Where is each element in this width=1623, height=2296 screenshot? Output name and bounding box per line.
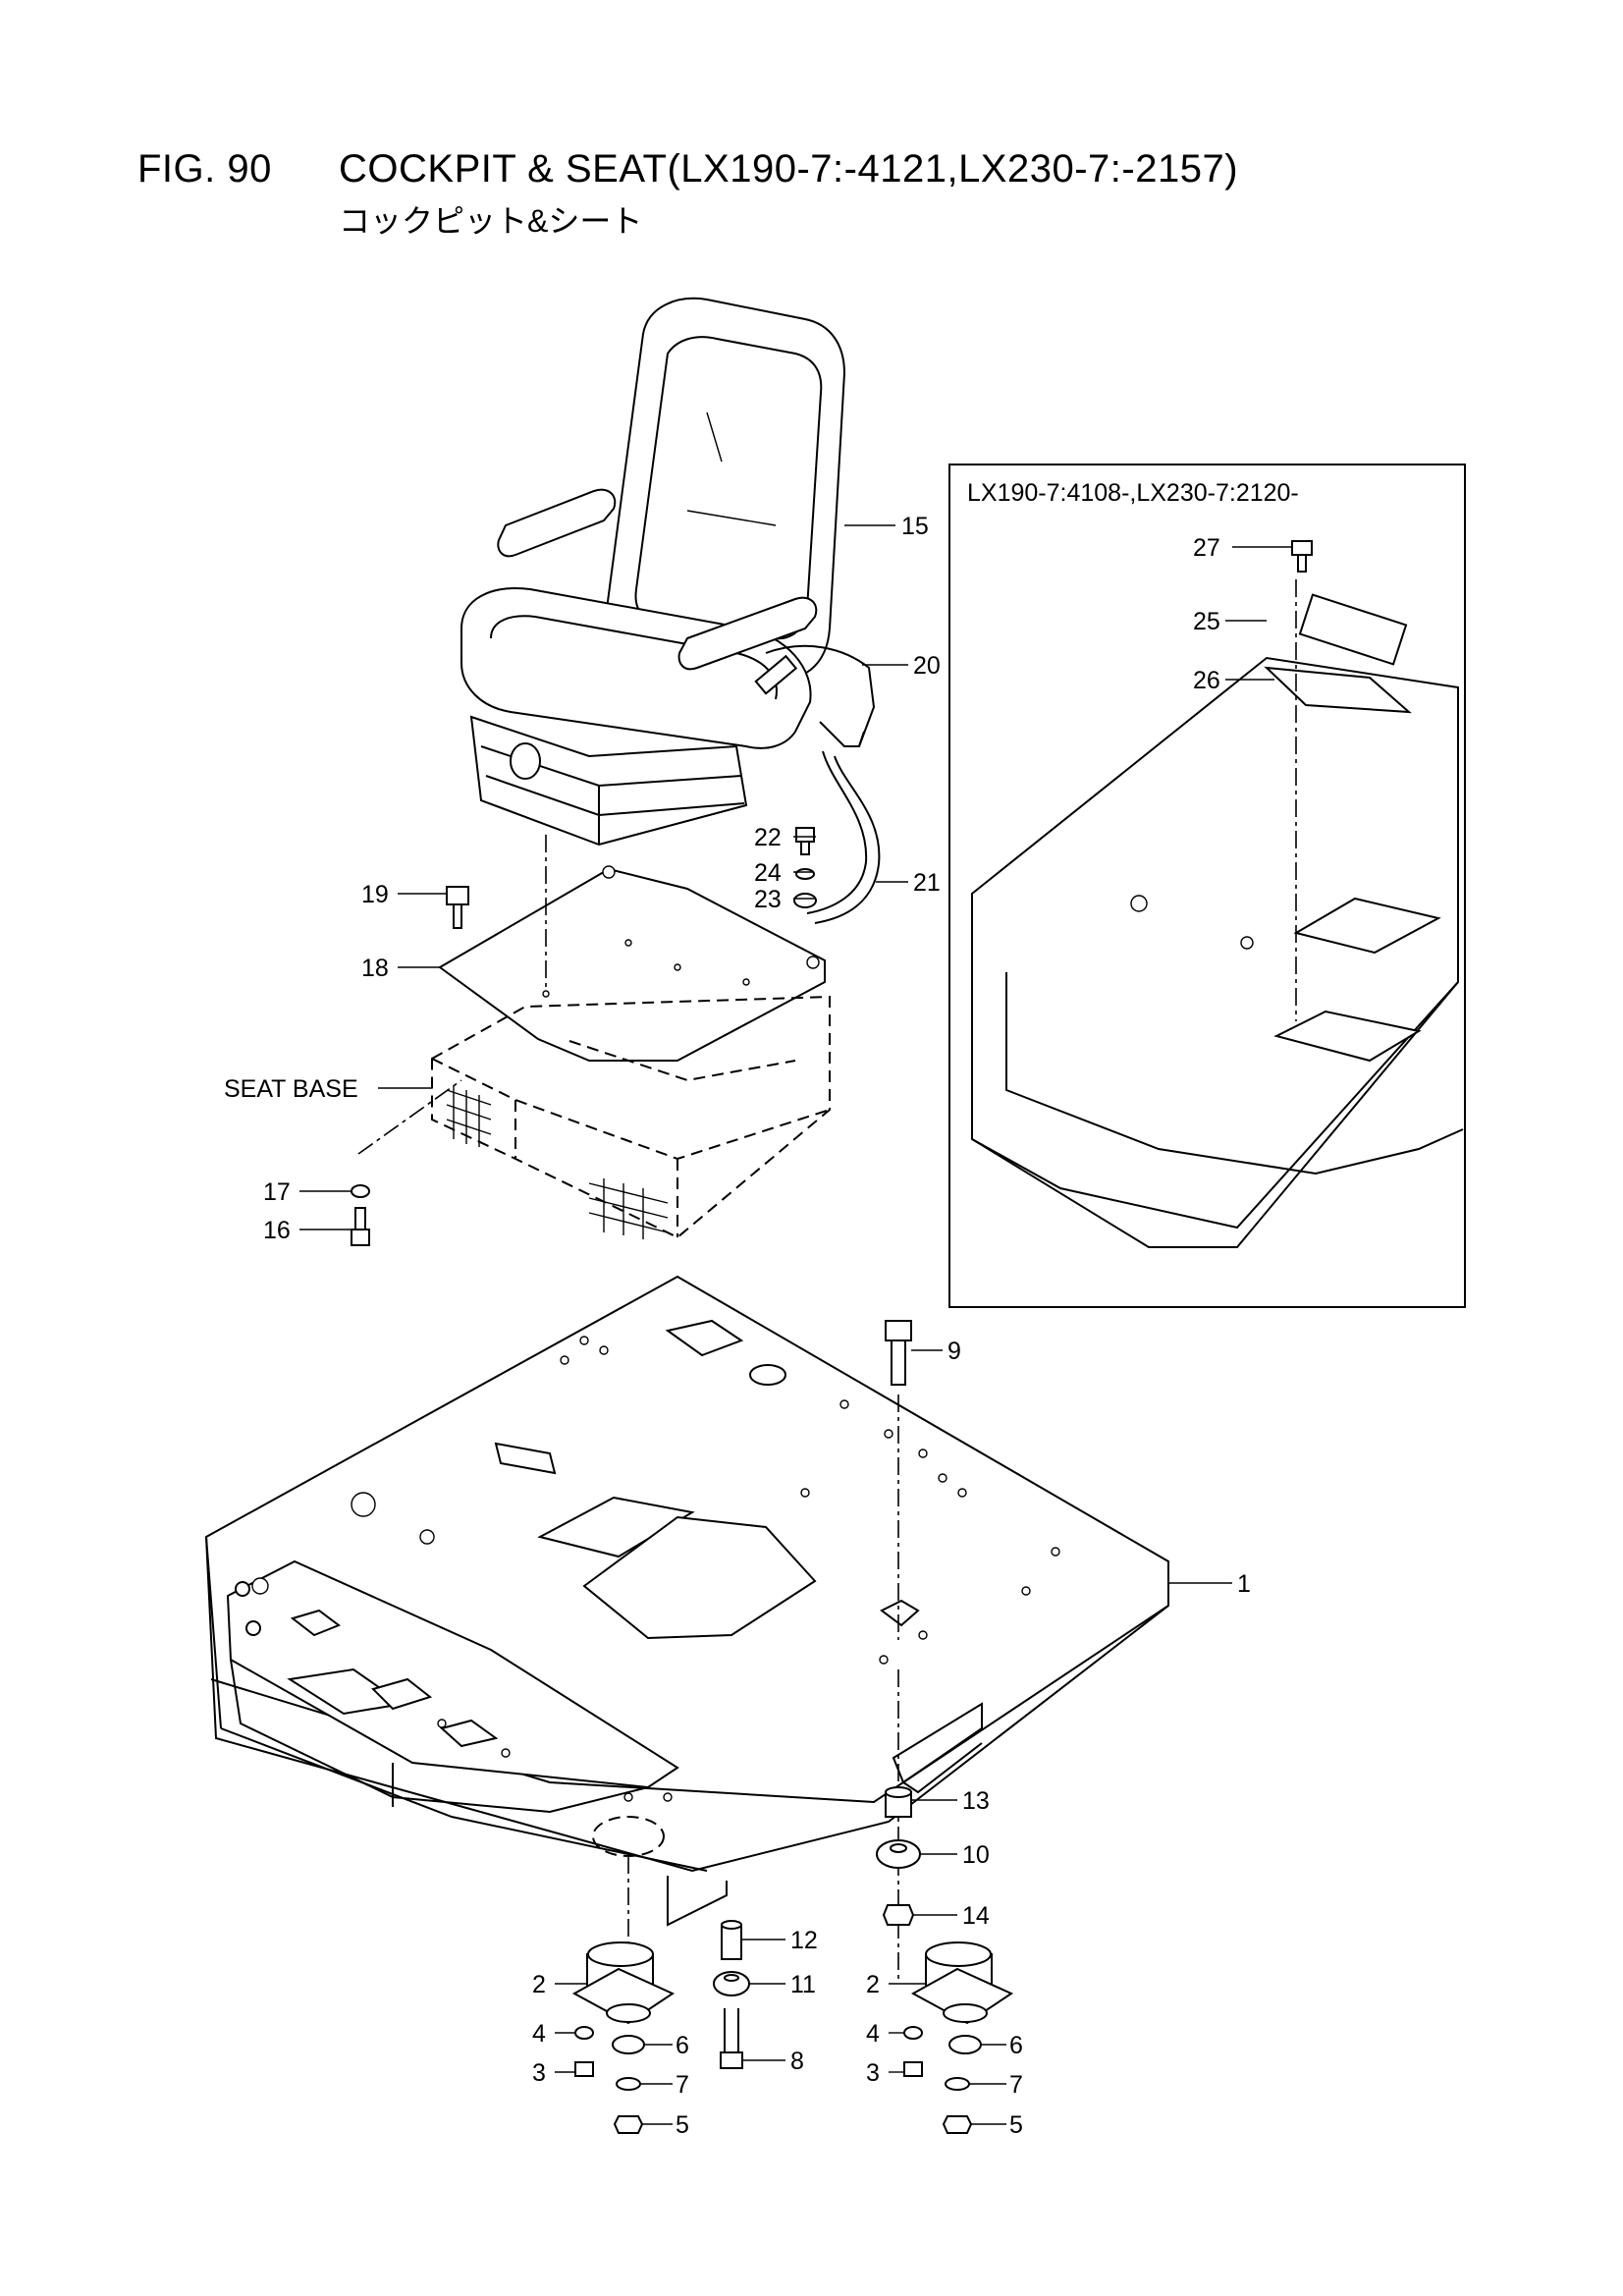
callout-24: 24 bbox=[754, 859, 782, 887]
bolt-9 bbox=[885, 1320, 912, 1640]
callout-3-right: 3 bbox=[866, 2059, 880, 2087]
callout-15: 15 bbox=[901, 513, 929, 540]
callout-5-right: 5 bbox=[1009, 2111, 1023, 2139]
right-isolator-mount bbox=[903, 1941, 1014, 2134]
callout-8: 8 bbox=[790, 2048, 804, 2075]
inset-label: LX190-7:4108-,LX230-7:2120- bbox=[967, 479, 1299, 507]
callout-4-right: 4 bbox=[866, 2020, 880, 2048]
callout-2-right: 2 bbox=[866, 1971, 880, 1998]
callout-4-left: 4 bbox=[532, 2020, 546, 2048]
cockpit-floor-plate bbox=[204, 1275, 1169, 1873]
callout-13: 13 bbox=[962, 1787, 990, 1815]
callout-5-left: 5 bbox=[676, 2111, 689, 2139]
callout-18: 18 bbox=[361, 955, 389, 982]
seat-base bbox=[431, 995, 831, 1239]
figure-number: FIG. 90 bbox=[137, 147, 272, 191]
leader-lines bbox=[299, 524, 1292, 2125]
right-mount-stack bbox=[876, 1669, 921, 1984]
callout-7-left: 7 bbox=[676, 2071, 689, 2099]
callout-labels: 15 20 21 22 24 23 19 18 SEAT BASE 17 16 … bbox=[224, 513, 1251, 2139]
callout-9: 9 bbox=[947, 1338, 961, 1365]
callout-1: 1 bbox=[1237, 1570, 1251, 1598]
callout-7-right: 7 bbox=[1009, 2071, 1023, 2099]
callout-20: 20 bbox=[913, 652, 941, 680]
callout-22: 22 bbox=[754, 824, 782, 851]
plate-bracket bbox=[892, 1702, 983, 1794]
callout-3-left: 3 bbox=[532, 2059, 546, 2087]
callout-19: 19 bbox=[361, 881, 389, 908]
callout-17: 17 bbox=[263, 1178, 291, 1206]
callout-21: 21 bbox=[913, 869, 941, 897]
seat-mount-plate bbox=[438, 865, 826, 1062]
mount-location-circle bbox=[592, 1816, 665, 1857]
callout-12: 12 bbox=[790, 1927, 818, 1954]
figure-title: COCKPIT & SEAT(LX190-7:-4121,LX230-7:-21… bbox=[339, 147, 1239, 191]
figure-subtitle: コックピット&シート bbox=[339, 203, 643, 239]
seat-assembly bbox=[460, 298, 846, 847]
callout-27: 27 bbox=[1193, 534, 1220, 562]
seat-belt bbox=[754, 644, 881, 924]
callout-6-right: 6 bbox=[1009, 2032, 1023, 2059]
callout-10: 10 bbox=[962, 1841, 990, 1869]
callout-25: 25 bbox=[1193, 608, 1220, 635]
callout-26: 26 bbox=[1193, 667, 1220, 694]
callout-2-left: 2 bbox=[532, 1971, 546, 1998]
left-isolator-mount bbox=[571, 1941, 676, 2134]
callout-seat-base: SEAT BASE bbox=[224, 1075, 358, 1103]
inset-detail: LX190-7:4108-,LX230-7:2120- bbox=[948, 464, 1466, 1308]
callout-11: 11 bbox=[790, 1971, 816, 1998]
center-mount-stack bbox=[713, 1920, 750, 2069]
callout-23: 23 bbox=[754, 886, 782, 913]
callout-6-left: 6 bbox=[676, 2032, 689, 2059]
callout-16: 16 bbox=[263, 1217, 291, 1244]
callout-14: 14 bbox=[962, 1902, 990, 1930]
